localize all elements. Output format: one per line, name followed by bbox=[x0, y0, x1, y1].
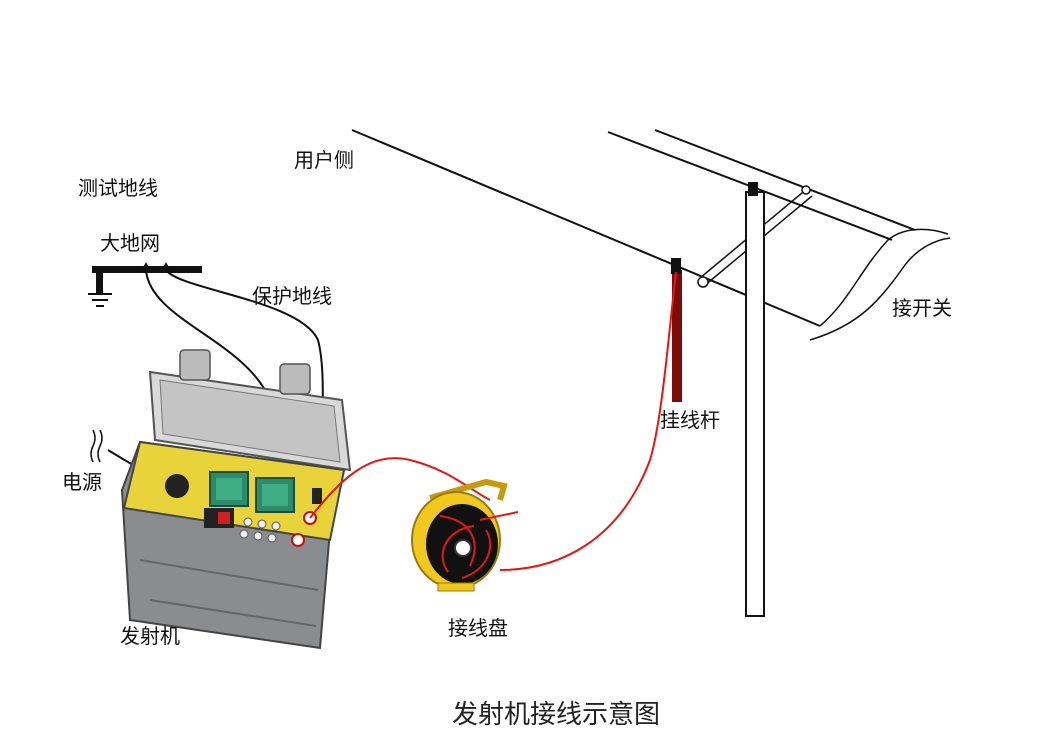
transmitter bbox=[120, 349, 352, 650]
hanging-rod-label: 挂线杆 bbox=[660, 408, 720, 432]
utility-pole bbox=[745, 182, 765, 617]
switch-label: 接开关 bbox=[892, 296, 952, 320]
cable-reel-label: 接线盘 bbox=[448, 616, 508, 640]
earth-grid-label: 大地网 bbox=[100, 231, 160, 255]
transmitter-label: 发射机 bbox=[120, 624, 180, 648]
diagram-caption: 发射机接线示意图 bbox=[452, 700, 661, 730]
cable-reel bbox=[411, 478, 519, 592]
hanging-rod bbox=[671, 258, 682, 402]
user-side-label: 用户侧 bbox=[294, 148, 354, 172]
earth-grid bbox=[88, 262, 202, 307]
test-ground-wire-label: 测试地线 bbox=[78, 176, 158, 200]
power-supply-label: 电源 bbox=[62, 470, 102, 494]
protective-ground-wire-label: 保护地线 bbox=[252, 284, 332, 308]
overhead-power-lines bbox=[351, 129, 951, 341]
